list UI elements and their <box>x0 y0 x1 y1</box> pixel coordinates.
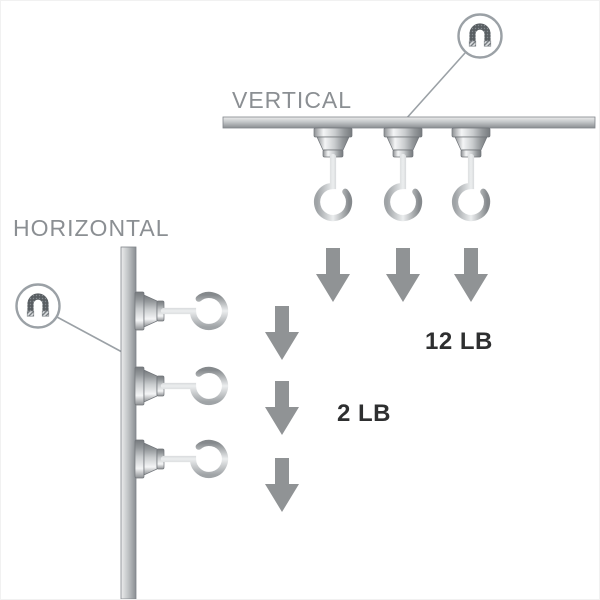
magnet-callout-line <box>56 316 123 353</box>
horseshoe-magnet-icon <box>459 15 502 58</box>
magnetic-hook-vertical-1 <box>314 128 352 218</box>
magnetic-hook-vertical-3 <box>452 128 490 218</box>
horizontal-section-label: HORIZONTAL <box>13 215 170 241</box>
metal-ceiling-bar <box>222 116 596 129</box>
horseshoe-magnet-icon <box>17 285 60 328</box>
vertical-mount-group <box>222 15 596 302</box>
vertical-section-label: VERTICAL <box>232 87 353 113</box>
vertical-weight-capacity: 12 LB <box>425 328 493 355</box>
down-arrow-vertical-1 <box>316 248 350 302</box>
down-arrow-horizontal-2 <box>265 381 299 435</box>
down-arrow-horizontal-3 <box>265 458 299 512</box>
horizontal-weight-capacity: 2 LB <box>337 400 392 427</box>
down-arrow-vertical-3 <box>454 248 488 302</box>
down-arrow-horizontal-1 <box>265 306 299 360</box>
magnetic-hook-vertical-2 <box>384 128 422 218</box>
horizontal-mount-group <box>17 246 299 599</box>
magnetic-hook-horizontal-2 <box>135 367 225 405</box>
magnetic-hook-horizontal-1 <box>135 292 225 330</box>
down-arrow-vertical-2 <box>386 248 420 302</box>
magnet-callout-line <box>404 52 466 121</box>
magnetic-hook-horizontal-3 <box>135 440 225 478</box>
metal-wall-bar <box>120 246 137 599</box>
